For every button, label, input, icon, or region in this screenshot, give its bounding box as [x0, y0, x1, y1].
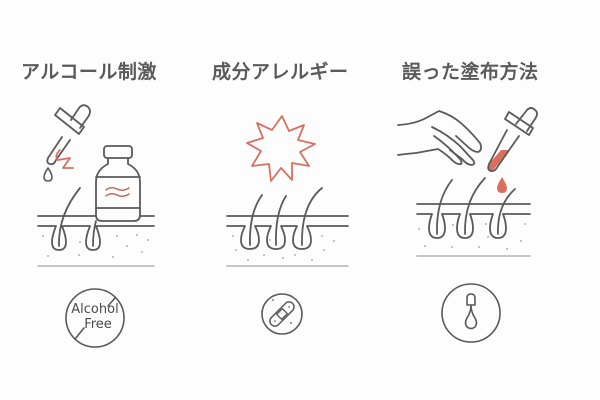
bottle-label-wave-icon: [105, 187, 130, 197]
skin-dots: [418, 223, 526, 250]
panel-title-wrong-application: 誤った塗布方法: [402, 61, 539, 83]
red-droplet-icon: [497, 177, 507, 193]
skin-cross-section: [226, 187, 349, 250]
bandage-badge: [261, 293, 303, 335]
dropper-icon: [487, 107, 538, 173]
dropper-drop-badge: [441, 283, 501, 343]
skin-cross-section: [37, 187, 155, 251]
drop-icon: [464, 304, 478, 330]
panel-2-illustration: [226, 115, 349, 267]
skin-cross-section: [416, 177, 531, 239]
badge-text-alcohol: Alcohol: [71, 302, 118, 317]
dropper-icon: [46, 104, 91, 166]
starburst-icon: [246, 115, 316, 182]
droplet-icon: [43, 167, 53, 182]
bandage-icon: [269, 301, 295, 327]
badge-text-free: Free: [84, 317, 112, 332]
hand-icon: [397, 110, 483, 166]
dropper-tip-icon: [466, 293, 476, 306]
alcohol-free-badge: Alcohol Free: [65, 288, 125, 348]
bottle-icon: [95, 145, 141, 222]
panel-title-ingredient-allergy: 成分アレルギー: [212, 61, 349, 83]
panel-1-illustration: [37, 104, 155, 267]
irritation-zigzag-icon: [55, 149, 74, 169]
skin-dots: [232, 235, 335, 261]
panel-3-illustration: [397, 107, 538, 257]
skin-dots: [42, 234, 149, 258]
panel-title-alcohol-irritation: アルコール制激: [21, 61, 157, 83]
